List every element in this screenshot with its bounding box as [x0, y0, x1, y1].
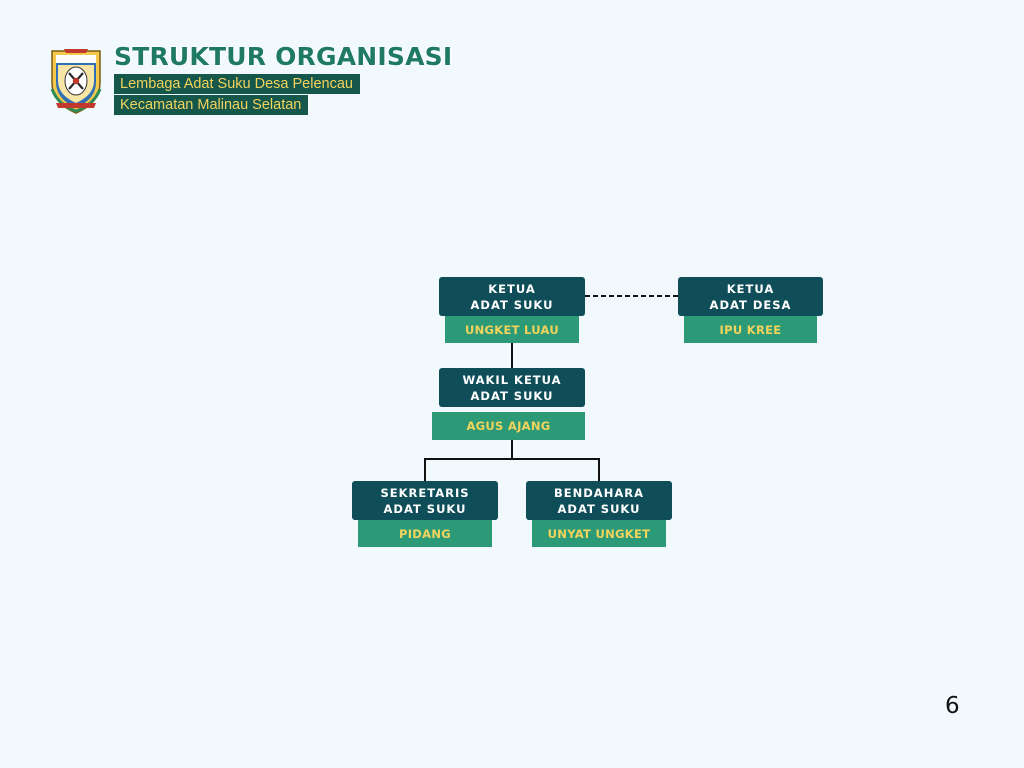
subtitle-institution: Lembaga Adat Suku Desa Pelencau	[114, 74, 360, 94]
subtitle-district: Kecamatan Malinau Selatan	[114, 95, 309, 115]
name-box-wakil-ketua: AGUS AJANG	[432, 412, 585, 440]
role-label-line1: KETUA	[488, 281, 536, 296]
role-box-bendahara-adat-suku: BENDAHARA ADAT SUKU	[526, 481, 672, 520]
name-box-bendahara: UNYAT UNGKET	[532, 520, 666, 547]
page-title: STRUKTUR ORGANISASI	[114, 42, 453, 71]
role-label-line2: ADAT SUKU	[470, 297, 554, 312]
role-label-line1: SEKRETARIS	[380, 485, 470, 500]
role-label-line1: WAKIL KETUA	[462, 372, 562, 387]
role-box-ketua-adat-desa: KETUA ADAT DESA	[678, 277, 823, 316]
name-box-ketua-adat-desa: IPU KREE	[684, 316, 817, 343]
name-box-sekretaris: PIDANG	[358, 520, 492, 547]
role-box-sekretaris-adat-suku: SEKRETARIS ADAT SUKU	[352, 481, 498, 520]
role-label-line1: BENDAHARA	[554, 485, 644, 500]
role-label-line1: KETUA	[726, 281, 775, 296]
page-number: 6	[945, 693, 960, 719]
regency-emblem-logo	[50, 49, 102, 114]
role-label-line2: ADAT SUKU	[557, 501, 641, 516]
role-box-ketua-adat-suku: KETUA ADAT SUKU	[439, 277, 585, 316]
name-box-ketua-adat-suku: UNGKET LUAU	[445, 316, 579, 343]
role-label-line2: ADAT SUKU	[470, 388, 554, 403]
role-box-wakil-ketua-adat-suku: WAKIL KETUA ADAT SUKU	[439, 368, 585, 407]
role-label-line2: ADAT DESA	[709, 297, 792, 312]
role-label-line2: ADAT SUKU	[383, 501, 467, 516]
